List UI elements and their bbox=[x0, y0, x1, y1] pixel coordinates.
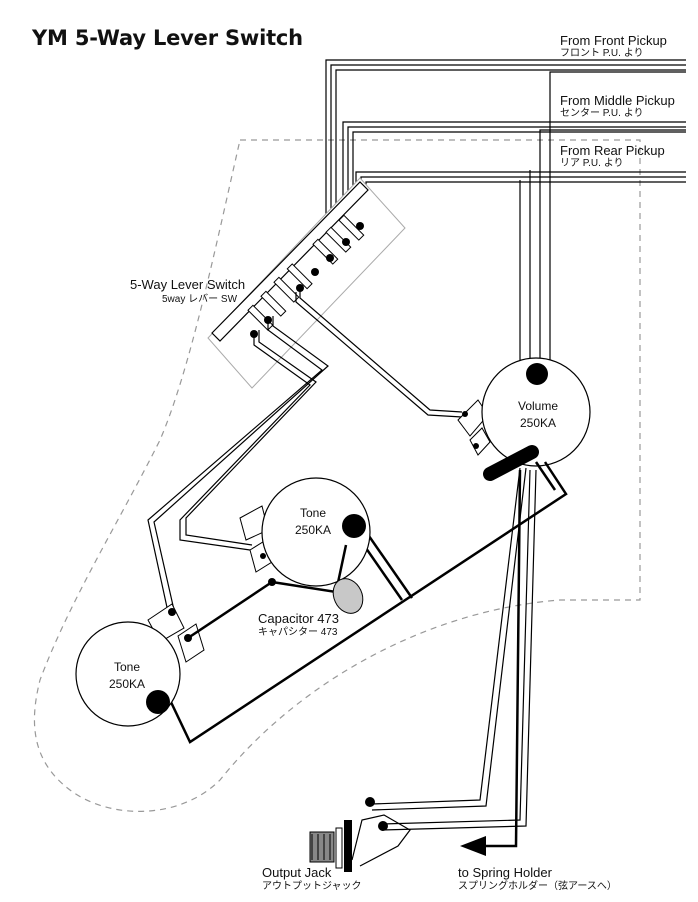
spring-holder-label: to Spring Holder bbox=[458, 865, 552, 880]
capacitor bbox=[271, 544, 364, 614]
page-title: YM 5-Way Lever Switch bbox=[32, 26, 303, 50]
front-pickup-label-jp: フロント P.U. より bbox=[560, 48, 644, 59]
output-jack-label-jp: アウトプットジャック bbox=[262, 881, 362, 892]
ground-wire bbox=[168, 461, 568, 744]
switch-label: 5-Way Lever Switch bbox=[130, 277, 246, 292]
front-pickup-label: From Front Pickup bbox=[560, 33, 667, 48]
switch-label-jp: 5way レバー SW bbox=[162, 294, 238, 305]
volume-value: 250KA bbox=[519, 416, 557, 430]
middle-pickup-label-jp: センター P.U. より bbox=[560, 108, 644, 119]
tone-upper-value: 250KA bbox=[294, 523, 332, 537]
volume-pot bbox=[457, 357, 591, 481]
tone-upper-name: Tone bbox=[299, 506, 327, 520]
capacitor-label: Capacitor 473 bbox=[258, 611, 339, 626]
capacitor-label-jp: キャパシター 473 bbox=[258, 627, 338, 638]
rear-pickup-label: From Rear Pickup bbox=[560, 143, 665, 158]
middle-pickup-label: From Middle Pickup bbox=[560, 93, 675, 108]
tone-lower-name: Tone bbox=[113, 660, 141, 674]
tone-lower-value: 250KA bbox=[108, 677, 146, 691]
spring-holder-label-jp: スプリングホルダー（弦アースへ） bbox=[458, 881, 617, 892]
lever-switch bbox=[207, 177, 406, 389]
output-jack bbox=[309, 797, 411, 872]
guitar-body-outline bbox=[33, 139, 641, 812]
output-jack-label: Output Jack bbox=[262, 865, 332, 880]
spring-arrow-icon bbox=[460, 836, 486, 856]
volume-name: Volume bbox=[517, 399, 559, 413]
rear-pickup-label-jp: リア P.U. より bbox=[560, 158, 624, 169]
tone-lower-pot bbox=[75, 580, 273, 727]
